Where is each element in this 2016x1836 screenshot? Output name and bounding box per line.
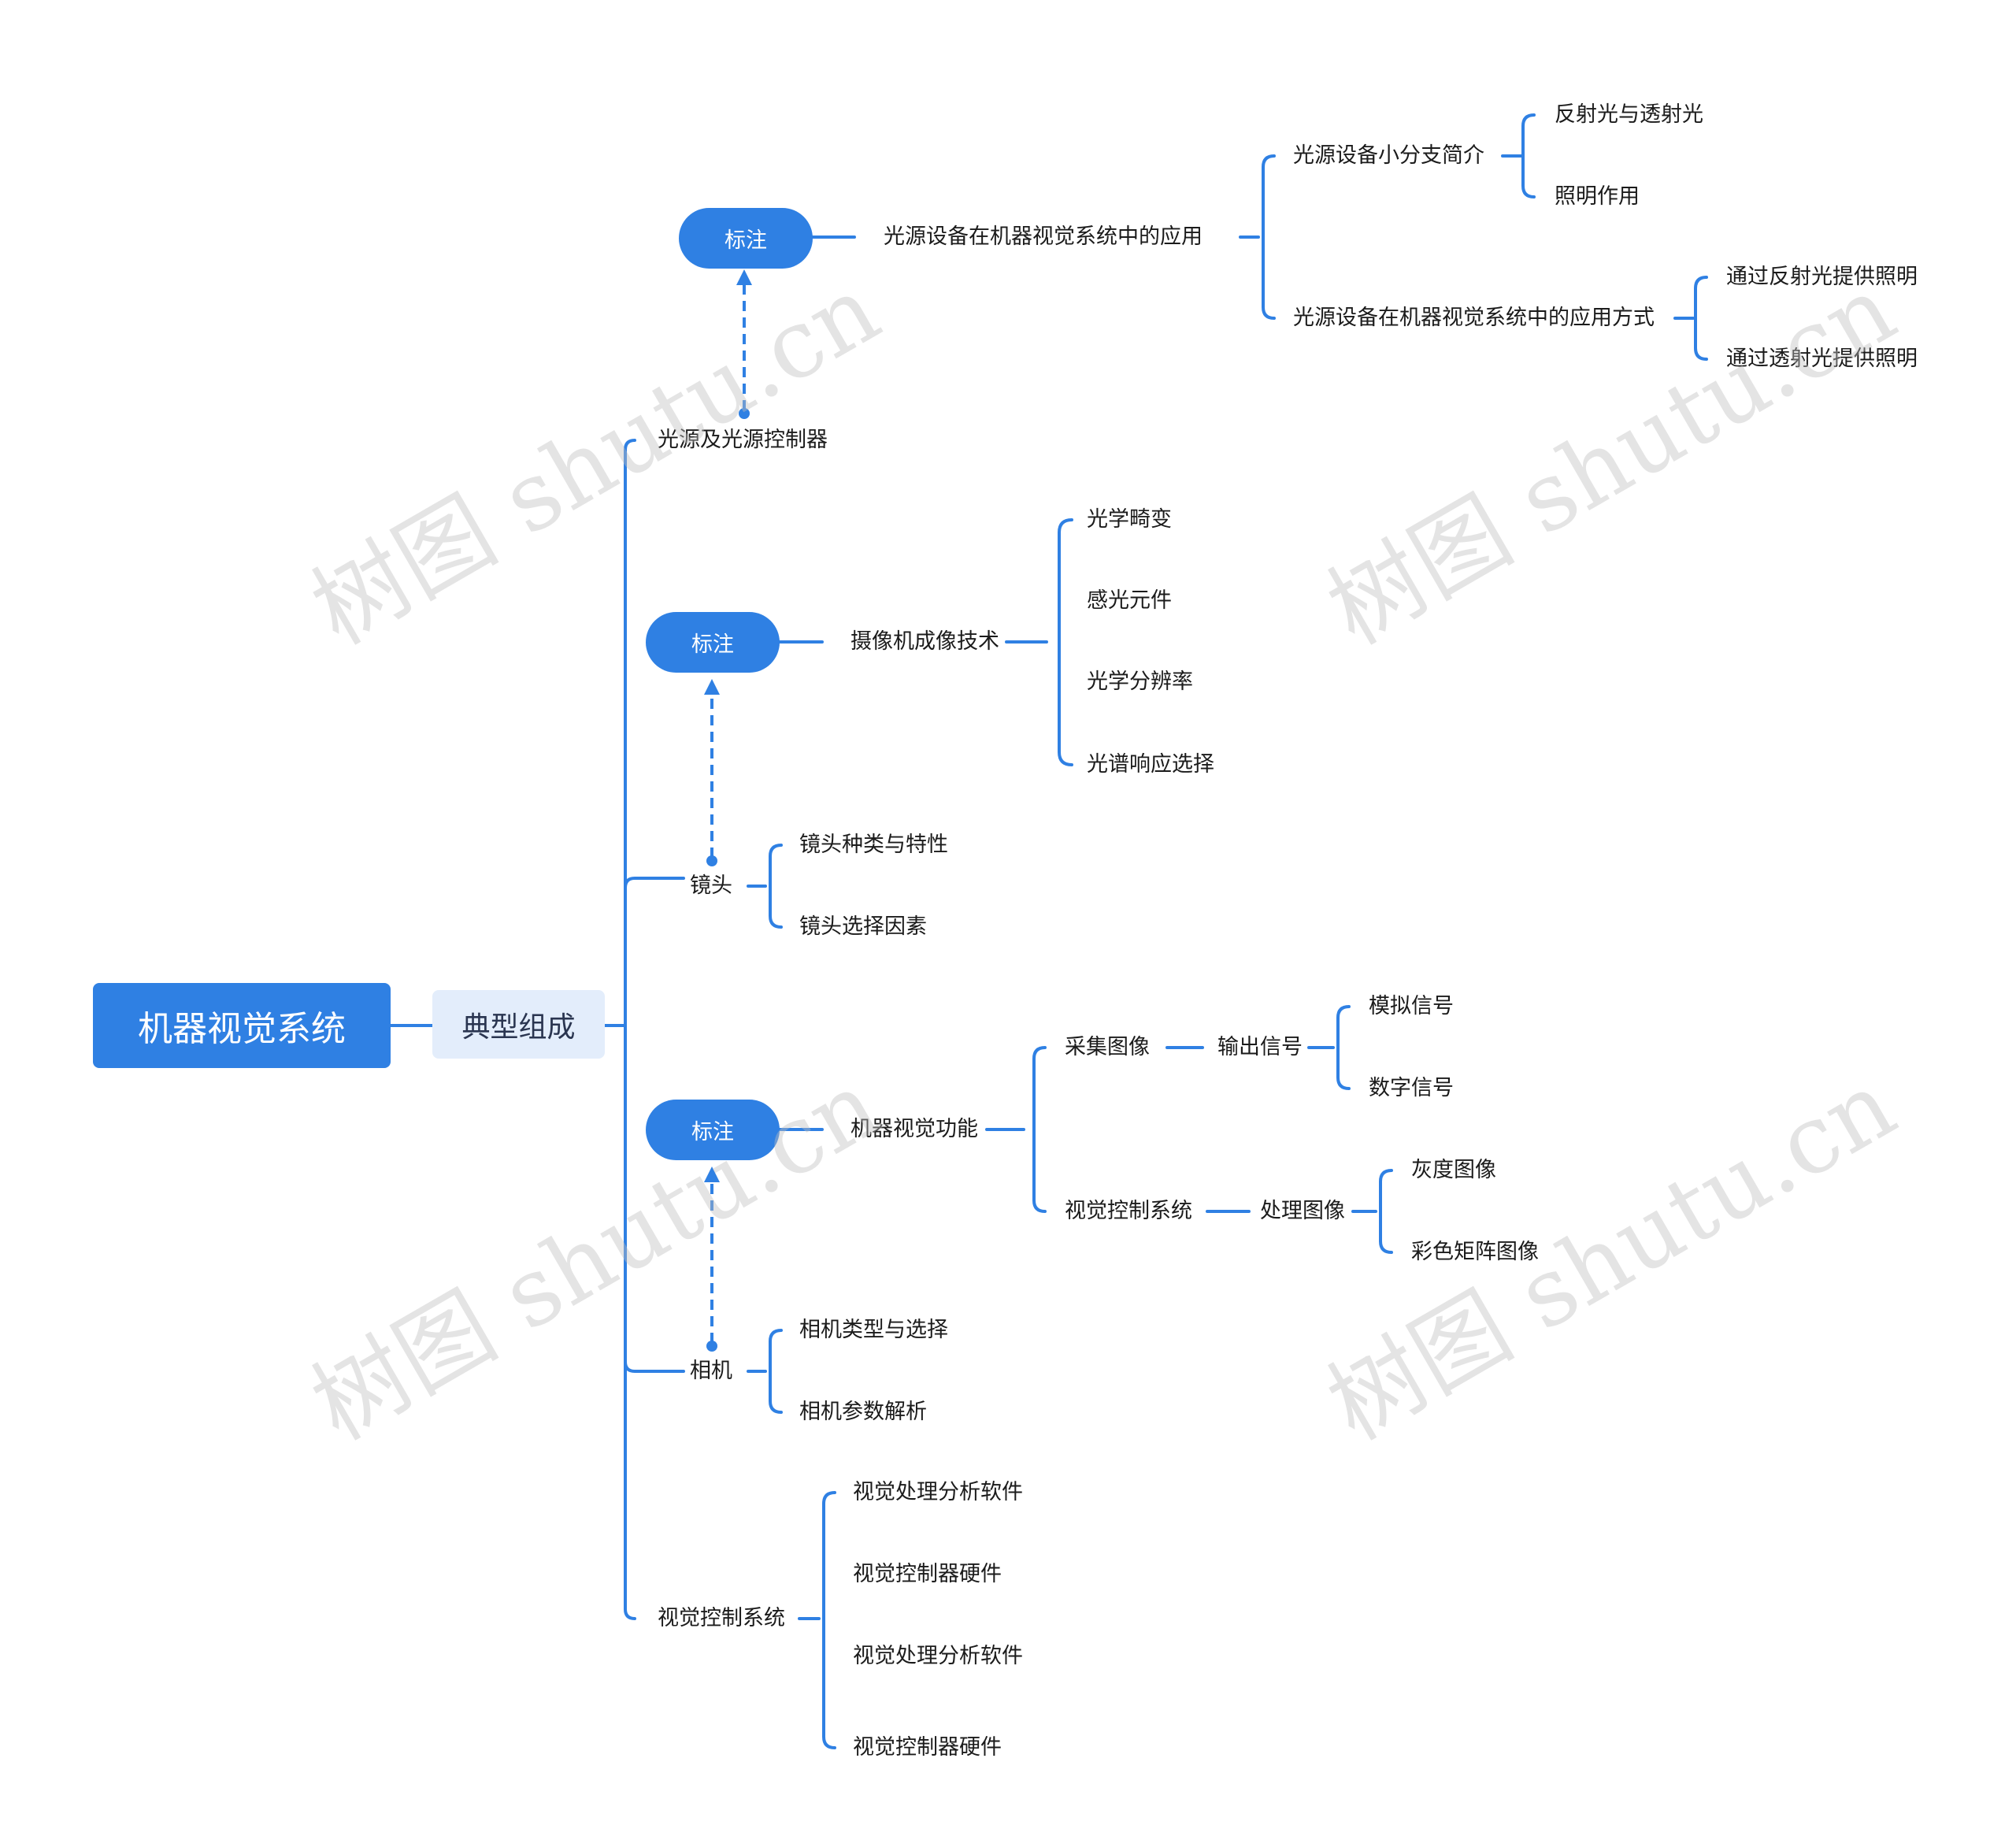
arrow-head-lens bbox=[704, 679, 720, 695]
root-node[interactable]: 机器视觉系统 bbox=[93, 983, 391, 1068]
node-vc-hardware-2[interactable]: 视觉控制器硬件 bbox=[853, 1735, 1002, 1760]
node-lens[interactable]: 镜头 bbox=[690, 873, 732, 898]
bracket-lens bbox=[769, 844, 783, 929]
callout-mv-function[interactable]: 标注 bbox=[646, 1100, 780, 1160]
anchor-dot-lens bbox=[706, 855, 717, 866]
bracket-process-image bbox=[1379, 1169, 1393, 1254]
node-camera-types[interactable]: 相机类型与选择 bbox=[799, 1318, 948, 1342]
node-optical-distortion[interactable]: 光学畸变 bbox=[1087, 507, 1172, 532]
node-spectral[interactable]: 光谱响应选择 bbox=[1087, 752, 1214, 777]
node-light-branch[interactable]: 光源设备小分支简介 bbox=[1293, 143, 1484, 168]
arrow-head-light bbox=[736, 269, 752, 285]
anchor-dot-camera bbox=[706, 1341, 717, 1352]
node-vc-hardware-1[interactable]: 视觉控制器硬件 bbox=[853, 1562, 1002, 1586]
edge-spine-camera bbox=[624, 1360, 685, 1373]
bracket-light-app bbox=[1262, 154, 1276, 320]
node-lens-factors[interactable]: 镜头选择因素 bbox=[799, 914, 927, 939]
node-vc-software-1[interactable]: 视觉处理分析软件 bbox=[853, 1480, 1023, 1504]
bracket-camera bbox=[769, 1329, 783, 1414]
node-light[interactable]: 光源及光源控制器 bbox=[658, 428, 828, 452]
bracket-mv-function bbox=[1032, 1046, 1047, 1213]
arrow-head-camera bbox=[704, 1167, 720, 1182]
node-reflect-transmit[interactable]: 反射光与透射光 bbox=[1555, 102, 1703, 127]
node-camera-params[interactable]: 相机参数解析 bbox=[799, 1400, 927, 1424]
edge-spine-lens bbox=[624, 877, 685, 889]
node-digital[interactable]: 数字信号 bbox=[1369, 1076, 1454, 1100]
node-color-matrix[interactable]: 彩色矩阵图像 bbox=[1411, 1240, 1539, 1264]
node-vc-software-2[interactable]: 视觉处理分析软件 bbox=[853, 1644, 1023, 1668]
node-process-image[interactable]: 处理图像 bbox=[1260, 1199, 1345, 1223]
node-camera[interactable]: 相机 bbox=[690, 1359, 732, 1383]
node-camera-tech[interactable]: 摄像机成像技术 bbox=[850, 629, 999, 654]
node-via-reflect[interactable]: 通过反射光提供照明 bbox=[1726, 265, 1918, 289]
node-optical-resolution[interactable]: 光学分辨率 bbox=[1087, 669, 1193, 694]
bracket-light-branch bbox=[1521, 113, 1536, 198]
node-analog[interactable]: 模拟信号 bbox=[1369, 994, 1454, 1018]
node-vision-control[interactable]: 视觉控制系统 bbox=[658, 1606, 785, 1630]
node-sensor[interactable]: 感光元件 bbox=[1087, 588, 1172, 613]
node-mv-function[interactable]: 机器视觉功能 bbox=[850, 1117, 978, 1141]
group-node[interactable]: 典型组成 bbox=[432, 990, 605, 1059]
node-lens-types[interactable]: 镜头种类与特性 bbox=[799, 833, 948, 857]
node-vision-control-sys[interactable]: 视觉控制系统 bbox=[1065, 1199, 1192, 1223]
main-spine bbox=[624, 439, 636, 1620]
node-illumination[interactable]: 照明作用 bbox=[1555, 184, 1640, 209]
node-acquire[interactable]: 采集图像 bbox=[1065, 1035, 1150, 1059]
node-via-transmit[interactable]: 通过透射光提供照明 bbox=[1726, 347, 1918, 371]
bracket-output-signal bbox=[1336, 1005, 1351, 1090]
bracket-light-method bbox=[1694, 276, 1708, 361]
bracket-camera-tech bbox=[1058, 518, 1073, 766]
node-output-signal[interactable]: 输出信号 bbox=[1217, 1035, 1303, 1059]
callout-camera-tech[interactable]: 标注 bbox=[646, 612, 780, 673]
bracket-vision-control bbox=[822, 1491, 836, 1749]
node-light-method[interactable]: 光源设备在机器视觉系统中的应用方式 bbox=[1293, 306, 1655, 330]
node-gray[interactable]: 灰度图像 bbox=[1411, 1158, 1496, 1182]
anchor-dot-light bbox=[739, 408, 750, 419]
node-light-app[interactable]: 光源设备在机器视觉系统中的应用 bbox=[884, 224, 1203, 249]
callout-light[interactable]: 标注 bbox=[679, 208, 813, 269]
